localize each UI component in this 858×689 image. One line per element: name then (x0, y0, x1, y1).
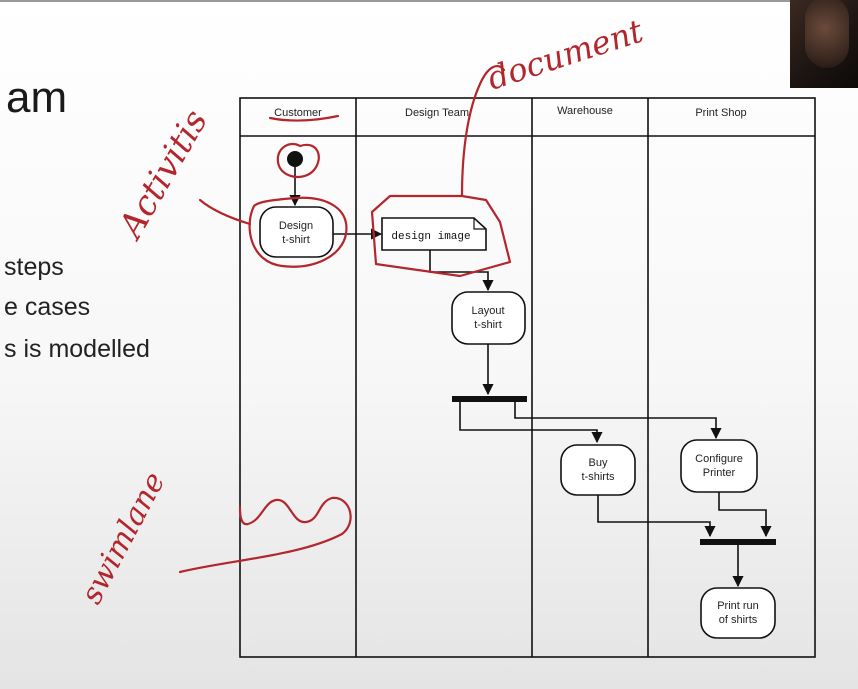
svg-text:Layout: Layout (471, 305, 504, 317)
lane-header-customer: Customer (274, 107, 322, 119)
initial-node (287, 151, 303, 167)
lane-header-print-shop: Print Shop (695, 107, 746, 119)
join-bar (700, 539, 776, 545)
flow-buy-to-join (597, 495, 716, 538)
document-outline (370, 194, 512, 278)
annotation-activities: Activitis (110, 103, 216, 247)
activity-layout-tshirt: Layout t-shirt (451, 291, 526, 345)
bullet-2: e cases (4, 293, 91, 321)
presenter-silhouette (805, 0, 849, 68)
bullet-3: s is modelled (4, 335, 150, 363)
flow-configure-to-join (718, 492, 772, 538)
activity-print-run: Print run of shirts (700, 587, 776, 639)
lane-header-design-team: Design Team (405, 107, 469, 119)
svg-text:t-shirt: t-shirt (282, 234, 310, 246)
activity-buy-tshirts: Buy t-shirts (560, 444, 636, 496)
svg-text:Printer: Printer (703, 467, 736, 479)
activity-configure-printer: Configure Printer (680, 439, 758, 493)
handwritten-annotations (178, 65, 512, 574)
swimlane-squiggle (178, 496, 352, 574)
annotation-document: document (483, 12, 648, 98)
svg-text:Buy: Buy (589, 457, 608, 469)
svg-text:design image: design image (391, 231, 470, 243)
annotation-swimlane: swimlane (74, 466, 172, 609)
flow-fork-to-buy (459, 402, 603, 444)
fork-bar (452, 396, 527, 402)
activity-design-tshirt: Design t-shirt (259, 206, 334, 258)
lane-header-warehouse: Warehouse (557, 105, 613, 117)
svg-text:of shirts: of shirts (719, 614, 758, 626)
svg-text:Configure: Configure (695, 453, 743, 465)
svg-text:t-shirts: t-shirts (582, 471, 616, 483)
svg-text:t-shirt: t-shirt (474, 319, 502, 331)
bullet-1: steps (4, 253, 64, 281)
activity-circle (248, 196, 348, 268)
document-pointer (460, 65, 506, 198)
customer-underline (268, 114, 340, 122)
flow-fork-to-configure (514, 402, 722, 440)
flow-document-to-layout (429, 250, 494, 292)
slide-title-fragment: am (6, 73, 68, 122)
slide-top-border (0, 0, 790, 2)
swimlane-frame (239, 97, 816, 658)
document-design-image: design image (381, 217, 487, 251)
activity-pointer (198, 198, 252, 226)
initial-node-circle (276, 142, 320, 179)
swimlane-border (239, 97, 816, 658)
svg-text:Print run: Print run (717, 600, 759, 612)
svg-text:Design: Design (279, 220, 313, 232)
